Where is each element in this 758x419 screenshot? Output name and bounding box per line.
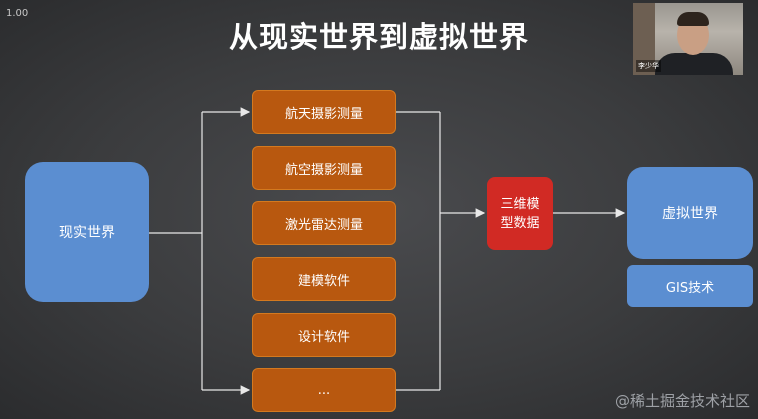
webcam-video-feed[interactable]: 李少华 bbox=[633, 3, 743, 75]
webcam-name-label: 李少华 bbox=[636, 60, 661, 72]
gis-tech-box: GIS技术 bbox=[627, 265, 753, 307]
model-label-line1: 三维模 bbox=[500, 196, 540, 212]
watermark-text: @稀土掘金技术社区 bbox=[614, 392, 750, 410]
background-shelf bbox=[633, 3, 655, 75]
zoom-level: 1.00 bbox=[6, 8, 29, 19]
method-box-3: 建模软件 bbox=[252, 257, 396, 301]
method-box-4: 设计软件 bbox=[252, 313, 396, 357]
real-world-box: 现实世界 bbox=[25, 162, 149, 302]
method-box-0: 航天摄影测量 bbox=[252, 90, 396, 134]
3d-model-data-box: 三维模 型数据 bbox=[487, 177, 553, 250]
slide-title: 从现实世界到虚拟世界 bbox=[228, 20, 529, 54]
method-box-5: ... bbox=[252, 368, 396, 412]
model-label-line2: 型数据 bbox=[500, 215, 540, 231]
speaker-body bbox=[655, 53, 733, 75]
method-box-2: 激光雷达测量 bbox=[252, 201, 396, 245]
virtual-world-box: 虚拟世界 bbox=[627, 167, 753, 259]
speaker-hair bbox=[677, 12, 709, 26]
method-box-1: 航空摄影测量 bbox=[252, 146, 396, 190]
